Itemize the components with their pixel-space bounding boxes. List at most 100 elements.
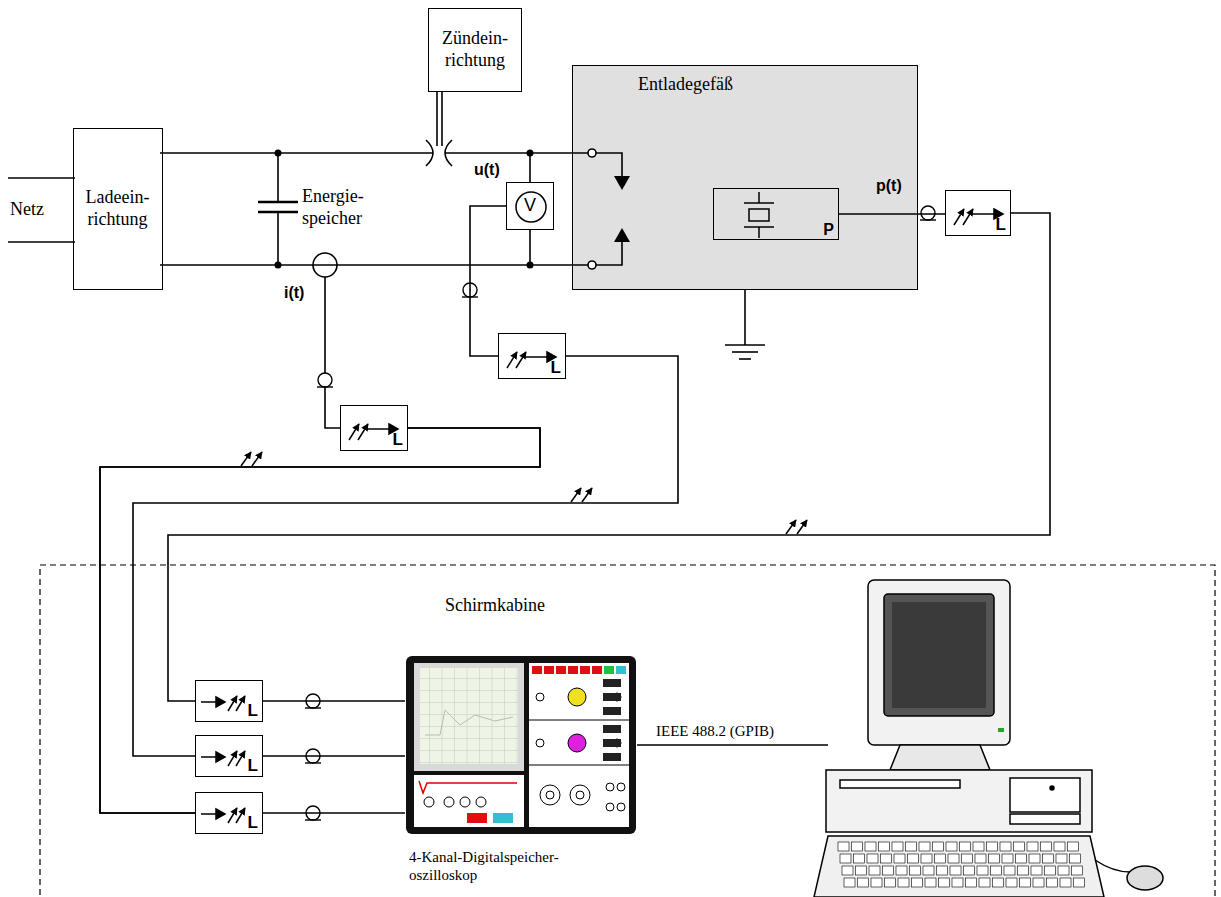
p-box: P (713, 188, 839, 240)
scope-symbol-part-part (580, 666, 590, 674)
vessel-fill (572, 65, 918, 290)
tx-symbol-part-part (525, 356, 547, 358)
scope-symbol-part-part (420, 668, 518, 764)
scope-symbol-part-part (532, 666, 542, 674)
tx-box: L (340, 405, 408, 451)
signal-cable (263, 700, 405, 702)
scope-symbol-part-part (576, 791, 584, 799)
computer-illustration-part (826, 770, 1092, 832)
keyboard-keys-part (962, 854, 973, 863)
scope-symbol-part (406, 656, 636, 834)
shield-outline (40, 565, 1215, 897)
keyboard-keys-part (838, 842, 849, 851)
keyboard-keys-part (991, 866, 1002, 875)
node-text: 4-Kanal-Digitalspeicher- oszilloskop (409, 848, 624, 884)
node-text: L (393, 430, 403, 450)
signal-label: IEEE 488.2 (GPIB) (656, 722, 774, 740)
keyboard-keys-part (939, 878, 950, 887)
power-wiring-part (732, 351, 758, 353)
keyboard-keys-part (1033, 878, 1044, 887)
scope-symbol-part-part (414, 663, 524, 771)
node-text: Entladegefäß (638, 74, 733, 96)
device-box: Zündein- richtung (428, 8, 522, 92)
coax-connector-part (305, 819, 321, 820)
scope-symbol-part-part (467, 813, 487, 823)
keyboard-keys-part (975, 854, 986, 863)
tx-symbol-part-part (358, 424, 368, 440)
keyboard-keys-part (946, 842, 957, 851)
scope-symbol-part-part (419, 781, 517, 793)
tx-symbol-part-part (349, 424, 359, 440)
signal-label: u(t) (474, 160, 500, 179)
rx-symbol-part (201, 696, 245, 711)
power-wiring (8, 92, 765, 813)
scope-symbol-part-part (604, 666, 614, 674)
keyboard-keys-part (1000, 842, 1011, 851)
computer-illustration-part (890, 745, 990, 770)
power-wiring-part (8, 241, 75, 243)
scope-symbol-part-part (425, 710, 513, 735)
keyboard-keys-part (1058, 866, 1069, 875)
computer-illustration-part (1010, 814, 1080, 824)
keyboard-keys-part (869, 866, 880, 875)
keyboard-keys-part (1006, 878, 1017, 887)
node-text: V (524, 195, 536, 217)
scope-symbol-part-part (414, 775, 524, 827)
node-text: Zündein- richtung (435, 28, 515, 71)
keyboard-keys-part (854, 854, 865, 863)
power-wiring-part (325, 277, 340, 428)
power-wiring-part (8, 177, 75, 179)
scope-symbol-part-part (603, 739, 621, 747)
tx-symbol-part-part (954, 209, 964, 225)
tx-symbol-part-part (507, 352, 517, 368)
scope-symbol-part-part (568, 666, 578, 674)
optical-fibre-symbol-part (571, 488, 581, 502)
coax-connector-part (305, 707, 321, 708)
keyboard-keys-part (1016, 854, 1027, 863)
keyboard-keys-part (977, 866, 988, 875)
signal-cable (263, 755, 405, 757)
keyboard-keys-part (844, 878, 855, 887)
keyboard-keys-part (950, 866, 961, 875)
computer-illustration-part (884, 594, 994, 716)
keyboard-keys-part (1074, 878, 1085, 887)
power-wiring-part (436, 92, 438, 146)
node-text: L (248, 701, 258, 721)
node-text: Schirmkabine (445, 595, 545, 617)
tx-symbol-part-part (367, 428, 389, 430)
optical-fibre-symbol-part (241, 452, 251, 466)
keyboard-keys-part (948, 854, 959, 863)
scope-symbol-part-part (536, 693, 544, 701)
tx-symbol-part-part (963, 209, 973, 225)
keyboard-keys-part (1018, 866, 1029, 875)
p-symbol (714, 189, 840, 241)
signal-label: Energie- speicher (302, 186, 392, 229)
power-wiring-part (596, 242, 622, 265)
tx-symbol-part (349, 424, 398, 440)
power-wiring-part (588, 149, 596, 157)
keyboard-keys-part (856, 866, 867, 875)
node-text: Ladeein- richtung (79, 187, 157, 230)
computer-illustration-part (998, 728, 1004, 732)
keyboard-keys-part (1060, 878, 1071, 887)
computer-illustration-part (1127, 866, 1163, 890)
scope-symbol-part-part (424, 797, 434, 807)
scope-symbol-part-part (570, 785, 590, 805)
power-wiring-part (441, 92, 443, 146)
keyboard-keys-part (1004, 866, 1015, 875)
coax-connector-part (317, 386, 333, 387)
keyboard-keys-part (1068, 842, 1079, 851)
computer-illustration-part (892, 602, 986, 708)
keyboard-keys-part (1027, 842, 1038, 851)
wire-junctions-part (614, 228, 630, 242)
keyboard-keys-part (1002, 854, 1013, 863)
keyboard-keys-part (881, 854, 892, 863)
scope-symbol-part-part (603, 707, 621, 715)
keyboard-keys-part (987, 842, 998, 851)
signal-label: p(t) (876, 176, 902, 195)
node-text: L (248, 756, 258, 776)
signal-cable (263, 812, 405, 814)
keyboard-keys-part (912, 878, 923, 887)
p-symbol-part (744, 192, 774, 238)
rx-symbol-part-part (216, 809, 225, 819)
